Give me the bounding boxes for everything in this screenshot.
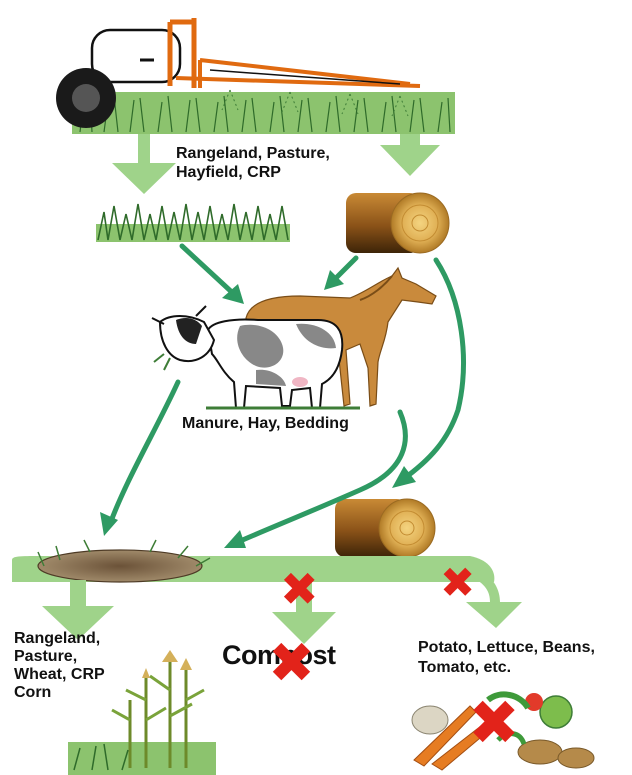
branch-arrow-left xyxy=(42,580,114,640)
vegetables-icon xyxy=(411,691,595,771)
manure-pile-icon xyxy=(37,539,211,583)
tolerant-crops-label: Rangeland, Pasture, Wheat, CRP Corn xyxy=(14,630,105,701)
down-arrow-left xyxy=(112,134,176,194)
x-mark-icon: ✖ xyxy=(440,558,476,607)
x-mark-icon: ✖ xyxy=(468,686,520,759)
sprayer-tractor-icon xyxy=(56,18,455,134)
upper-land-use-label: Rangeland, Pasture, Hayfield, CRP xyxy=(176,145,330,181)
compost-label: Compost xyxy=(222,640,336,670)
manure-hay-bedding-label: Manure, Hay, Bedding xyxy=(182,415,349,432)
flow-arrowheads xyxy=(100,270,416,548)
branch-arrow-center xyxy=(272,580,336,644)
down-arrow-right xyxy=(380,134,440,176)
cow-icon xyxy=(151,305,344,409)
hay-bale-icon xyxy=(335,498,436,558)
branch-arrow-right xyxy=(466,570,522,628)
x-mark-icon: ✖ xyxy=(268,631,315,696)
x-mark-icon: ✖ xyxy=(280,562,319,616)
sensitive-crops-label: Potato, Lettuce, Beans, Tomato, etc. xyxy=(418,639,595,676)
corn-crop-icon xyxy=(68,650,216,775)
flow-arrows xyxy=(107,243,466,545)
hay-bale-icon xyxy=(346,192,450,254)
grass-strip-icon xyxy=(96,203,290,242)
